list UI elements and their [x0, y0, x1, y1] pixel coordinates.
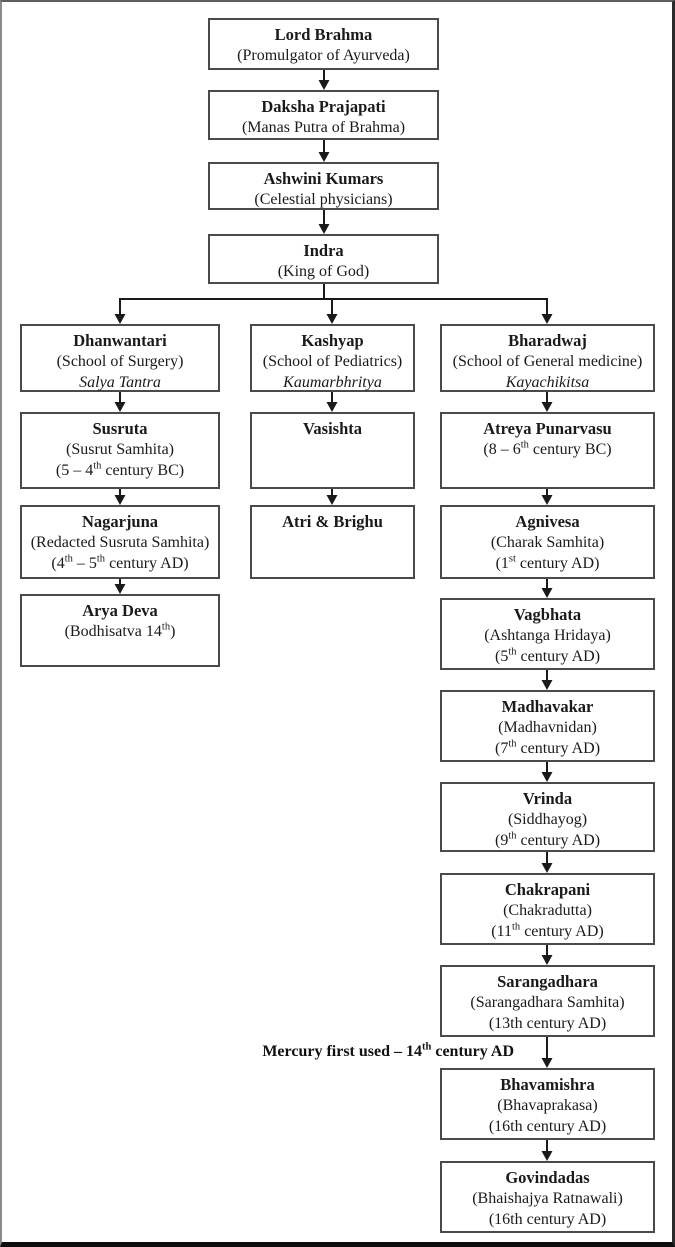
node-title: Daksha Prajapati — [261, 97, 386, 116]
node-period: (5 – 4th century BC) — [55, 460, 185, 479]
node-title: Chakrapani — [504, 880, 591, 899]
node-title: Indra — [303, 241, 344, 260]
node-subtitle: (King of God) — [277, 263, 370, 280]
node-sanskrit-term: Salya Tantra — [79, 374, 161, 391]
node-arya-deva: Arya Deva (Bodhisatva 14th) — [20, 594, 220, 667]
node-title: Ashwini Kumars — [263, 169, 384, 188]
node-susruta: Susruta (Susrut Samhita) (5 – 4th centur… — [20, 412, 220, 489]
node-ashwini-kumars: Ashwini Kumars (Celestial physicians) — [208, 162, 439, 210]
node-title: Atri & Brighu — [282, 512, 383, 531]
node-subtitle: (Redacted Susruta Samhita) — [30, 534, 210, 551]
node-title: Kashyap — [301, 331, 364, 350]
node-subtitle: (School of Pediatrics) — [262, 353, 403, 370]
node-subtitle: (Bhaishajya Ratnawali) — [472, 1190, 623, 1207]
node-atreya-punarvasu: Atreya Punarvasu (8 – 6th century BC) — [440, 412, 655, 489]
node-title: Nagarjuna — [81, 512, 159, 531]
node-title: Vasishta — [303, 419, 362, 438]
node-period: (5th century AD) — [494, 646, 601, 665]
node-title: Govindadas — [505, 1168, 590, 1187]
node-subtitle: (Chakradutta) — [503, 902, 592, 919]
node-indra: Indra (King of God) — [208, 234, 439, 284]
node-bharadwaj: Bharadwaj (School of General medicine) K… — [440, 324, 655, 392]
node-period: (9th century AD) — [494, 830, 601, 849]
node-title: Sarangadhara — [497, 972, 598, 991]
node-title: Bhavamishra — [500, 1075, 595, 1094]
node-period: (16th century AD) — [488, 1211, 607, 1228]
node-dhanwantari: Dhanwantari (School of Surgery) Salya Ta… — [20, 324, 220, 392]
node-subtitle: (Susrut Samhita) — [66, 441, 174, 458]
node-sarangadhara: Sarangadhara (Sarangadhara Samhita) (13t… — [440, 965, 655, 1037]
node-subtitle: (Celestial physicians) — [254, 191, 393, 208]
node-agnivesa: Agnivesa (Charak Samhita) (1st century A… — [440, 505, 655, 579]
node-subtitle: (Manas Putra of Brahma) — [241, 119, 406, 136]
node-subtitle: (Promulgator of Ayurveda) — [237, 47, 410, 64]
node-period: (16th century AD) — [488, 1118, 607, 1135]
node-title: Madhavakar — [501, 697, 594, 716]
node-title: Vagbhata — [513, 605, 582, 624]
node-subtitle: (Bodhisatva 14th) — [64, 621, 176, 640]
node-title: Atreya Punarvasu — [483, 419, 612, 438]
node-vasishta: Vasishta — [250, 412, 415, 489]
node-title: Agnivesa — [515, 512, 580, 531]
node-nagarjuna: Nagarjuna (Redacted Susruta Samhita) (4t… — [20, 505, 220, 579]
node-atri-brighu: Atri & Brighu — [250, 505, 415, 579]
node-subtitle: (Charak Samhita) — [490, 534, 605, 551]
node-chakrapani: Chakrapani (Chakradutta) (11th century A… — [440, 873, 655, 945]
node-subtitle: (Sarangadhara Samhita) — [470, 994, 625, 1011]
node-period: (4th – 5th century AD) — [51, 553, 189, 572]
node-period: (7th century AD) — [494, 738, 601, 757]
node-daksha-prajapati: Daksha Prajapati (Manas Putra of Brahma) — [208, 90, 439, 140]
node-title: Vrinda — [522, 789, 573, 808]
node-kashyap: Kashyap (School of Pediatrics) Kaumarbhr… — [250, 324, 415, 392]
node-title: Dhanwantari — [73, 331, 167, 350]
node-period: (1st century AD) — [495, 553, 600, 572]
node-sanskrit-term: Kaumarbhritya — [283, 374, 382, 391]
mercury-note: Mercury first used – 14th century AD — [262, 1041, 514, 1060]
node-sanskrit-term: Kayachikitsa — [505, 374, 590, 391]
node-period: (8 – 6th century BC) — [483, 439, 612, 458]
node-title: Arya Deva — [82, 601, 158, 620]
node-vrinda: Vrinda (Siddhayog) (9th century AD) — [440, 782, 655, 852]
node-lord-brahma: Lord Brahma (Promulgator of Ayurveda) — [208, 18, 439, 70]
node-period: (11th century AD) — [491, 921, 604, 940]
node-vagbhata: Vagbhata (Ashtanga Hridaya) (5th century… — [440, 598, 655, 670]
node-subtitle: (Siddhayog) — [507, 811, 588, 828]
node-govindadas: Govindadas (Bhaishajya Ratnawali) (16th … — [440, 1161, 655, 1233]
node-subtitle: (Bhavaprakasa) — [497, 1097, 598, 1114]
node-subtitle: (School of General medicine) — [452, 353, 643, 370]
node-title: Susruta — [92, 419, 148, 438]
node-subtitle: (School of Surgery) — [56, 353, 184, 370]
node-subtitle: (Madhavnidan) — [498, 719, 597, 736]
node-title: Lord Brahma — [274, 25, 373, 44]
node-madhavakar: Madhavakar (Madhavnidan) (7th century AD… — [440, 690, 655, 762]
node-period: (13th century AD) — [488, 1015, 607, 1032]
node-bhavamishra: Bhavamishra (Bhavaprakasa) (16th century… — [440, 1068, 655, 1140]
node-title: Bharadwaj — [508, 331, 587, 350]
node-subtitle: (Ashtanga Hridaya) — [484, 627, 611, 644]
